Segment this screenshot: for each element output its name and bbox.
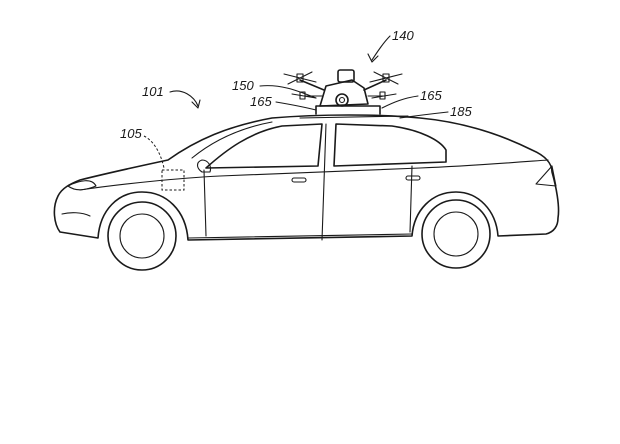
leader-101-arrow: [169, 90, 199, 107]
drone-camera: [335, 93, 349, 107]
drone-arm-left: [299, 79, 325, 91]
leader-101-arrowhead: [191, 99, 201, 109]
front-door-handle: [291, 177, 307, 183]
leader-165-left: [275, 101, 317, 111]
leader-150: [259, 85, 317, 99]
drone-arm-right: [363, 79, 387, 91]
side-mirror: [196, 159, 212, 173]
label-101: 101: [142, 84, 201, 109]
label-185-text: 185: [450, 104, 472, 119]
label-150-text: 150: [232, 78, 254, 93]
label-140-text: 140: [392, 28, 414, 43]
label-105-text: 105: [120, 126, 142, 141]
label-105: 105: [120, 126, 165, 169]
label-140: 140: [367, 28, 414, 63]
b-pillar: [321, 123, 327, 241]
front-bumper: [61, 212, 91, 217]
roof-rack: [299, 115, 409, 119]
rear-wheel: [421, 199, 491, 269]
rotor-lower-left: [291, 91, 317, 100]
drone-top-unit: [337, 69, 355, 83]
label-165-right-text: 165: [420, 88, 442, 103]
drone-camera-lens: [338, 96, 346, 104]
headlight: [67, 180, 97, 191]
rear-door-edge: [409, 165, 413, 233]
label-185: 185: [399, 104, 472, 119]
label-165-left-text: 165: [250, 94, 272, 109]
windshield: [191, 121, 273, 159]
rotor-left: [283, 71, 317, 85]
leader-140-arrowhead: [367, 53, 379, 63]
front-door-edge: [203, 169, 207, 237]
vehicle: [53, 114, 560, 271]
leader-140-arrow: [371, 35, 391, 61]
label-165-left: 165: [250, 94, 317, 111]
rotor-right: [369, 71, 403, 85]
leader-105: [143, 135, 165, 169]
label-101-text: 101: [142, 84, 164, 99]
label-165-right: 165: [381, 88, 442, 109]
drone-mount: [315, 105, 381, 115]
component-105-box: [161, 169, 185, 191]
front-wheel: [107, 201, 177, 271]
rear-window: [333, 123, 447, 167]
taillight: [535, 165, 557, 187]
drone-body: [319, 79, 369, 107]
rotor-lower-right: [371, 91, 397, 100]
body-crease: [79, 159, 549, 191]
leader-165-right: [381, 95, 419, 109]
leader-185: [399, 111, 449, 119]
front-window: [205, 123, 323, 169]
label-150: 150: [232, 78, 317, 99]
rear-door-handle: [405, 175, 421, 181]
car-body-outline: [53, 114, 560, 241]
rocker-line: [187, 233, 413, 239]
